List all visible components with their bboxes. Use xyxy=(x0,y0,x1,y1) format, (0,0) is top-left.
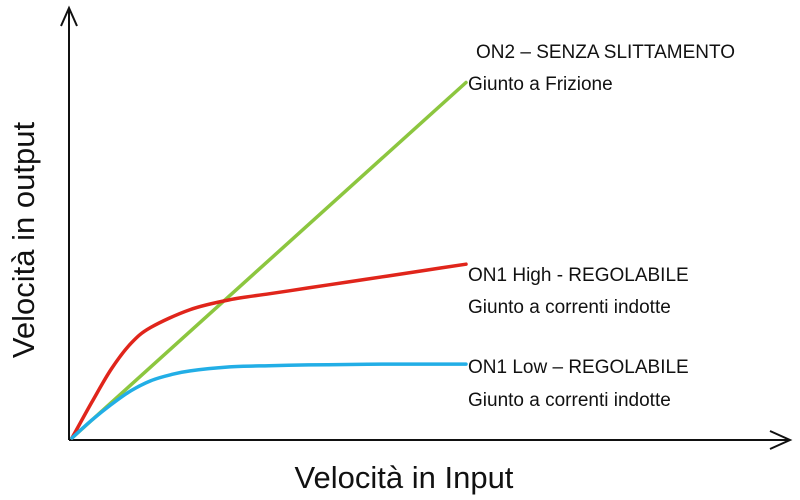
axes xyxy=(60,5,793,450)
y-axis-title: Velocità in output xyxy=(6,122,41,359)
annotation-on1-low-title: ON1 Low – REGOLABILE xyxy=(468,357,689,378)
y-axis-arrowhead xyxy=(60,5,78,27)
x-axis-arrowhead xyxy=(769,430,793,450)
series-line-on2 xyxy=(70,80,468,440)
annotation-on1-low-subtitle: Giunto a correnti indotte xyxy=(468,390,671,411)
annotation-on2-subtitle: Giunto a Frizione xyxy=(468,74,613,95)
annotation-on1-high-title: ON1 High - REGOLABILE xyxy=(468,265,689,286)
annotation-on2-title: ON2 – SENZA SLITTAMENTO xyxy=(476,42,735,63)
annotations: ON2 – SENZA SLITTAMENTO Giunto a Frizion… xyxy=(468,42,735,411)
annotation-on1-high-subtitle: Giunto a correnti indotte xyxy=(468,297,671,318)
x-axis-title: Velocità in Input xyxy=(295,460,514,495)
series-line-on1-high xyxy=(70,262,468,440)
series-line-on1-low xyxy=(70,362,468,440)
series-group xyxy=(70,80,468,440)
